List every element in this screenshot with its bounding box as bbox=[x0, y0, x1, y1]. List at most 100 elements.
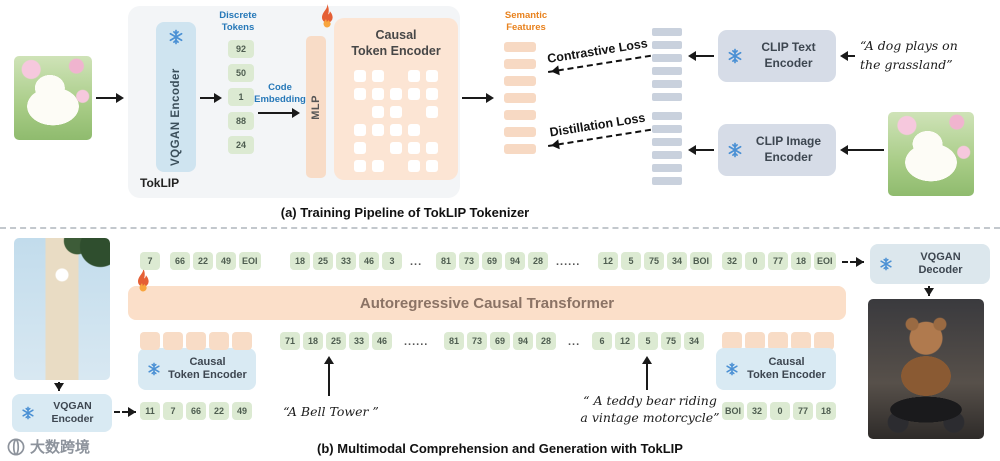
clip-image-line2: Encoder bbox=[764, 150, 813, 164]
semantic-feature-bars-right bbox=[722, 332, 834, 350]
grid-square bbox=[354, 87, 366, 100]
token-chip: 66 bbox=[186, 402, 206, 420]
token-chip: 0 bbox=[770, 402, 791, 420]
token-chip: 12 bbox=[615, 332, 635, 350]
token-chip: 94 bbox=[505, 252, 525, 270]
ellipsis: ... bbox=[410, 256, 423, 268]
token-chip: 24 bbox=[228, 136, 254, 154]
grid-square bbox=[426, 105, 438, 118]
feature-bar bbox=[504, 42, 536, 52]
vqgan-encoder-b-line1: VQGAN bbox=[53, 400, 92, 413]
token-chip: 77 bbox=[793, 402, 814, 420]
feature-bar bbox=[722, 332, 742, 350]
token-chip: 34 bbox=[667, 252, 687, 270]
token-chip: 7 bbox=[163, 402, 183, 420]
clip-image-encoder-box: CLIP Image Encoder bbox=[718, 124, 836, 176]
dashed-arrow-decoder-to-image bbox=[924, 286, 934, 296]
text-prompt: “A dog plays on the grassland” bbox=[860, 36, 998, 75]
feature-bar bbox=[652, 41, 682, 49]
snowflake-icon bbox=[169, 29, 183, 45]
vqgan-decoder-box: VQGAN Decoder bbox=[870, 244, 990, 284]
contrastive-loss-group: Contrastive Loss bbox=[545, 36, 652, 74]
token-chip: 32 bbox=[722, 252, 742, 270]
causal-encoder-left-label: Causal Token Encoder bbox=[168, 356, 247, 382]
feature-bar bbox=[652, 112, 682, 120]
token-chip: 18 bbox=[290, 252, 310, 270]
causal-right-line2: Token Encoder bbox=[747, 369, 826, 381]
grid-square bbox=[426, 69, 438, 82]
grid-square bbox=[354, 141, 366, 154]
clip-image-feature-column bbox=[652, 112, 682, 185]
token-chip: 92 bbox=[228, 40, 254, 58]
feature-bar bbox=[209, 332, 229, 350]
grid-square bbox=[408, 69, 420, 82]
token-chip: 88 bbox=[228, 112, 254, 130]
snowflake-icon bbox=[726, 362, 738, 376]
token-chip: 75 bbox=[644, 252, 664, 270]
vqgan-decoder-label: VQGAN Decoder bbox=[900, 251, 981, 277]
feature-bar bbox=[186, 332, 206, 350]
clip-text-encoder-label: CLIP Text Encoder bbox=[750, 40, 827, 71]
dashed-arrow-eoi-to-decoder bbox=[842, 257, 864, 267]
arrow-teddytext-to-tokens bbox=[642, 356, 652, 390]
feature-bar bbox=[504, 59, 536, 69]
causal-token-encoder-box-a: Causal Token Encoder bbox=[334, 18, 458, 180]
token-chip: 18 bbox=[791, 252, 811, 270]
token-chip: 22 bbox=[209, 402, 229, 420]
feature-bar bbox=[814, 332, 834, 350]
semantic-feature-column bbox=[504, 42, 536, 154]
grid-square bbox=[426, 159, 438, 172]
feature-bar bbox=[504, 144, 536, 154]
grid-square bbox=[372, 105, 384, 118]
caption-part-a: (a) Training Pipeline of TokLIP Tokenize… bbox=[280, 205, 530, 220]
causal-token-encoder-box-left: Causal Token Encoder bbox=[138, 348, 256, 390]
grid-square bbox=[408, 87, 420, 100]
arrow-clipimage-to-features bbox=[688, 145, 714, 155]
feature-bar bbox=[232, 332, 252, 350]
token-chip: 6 bbox=[592, 332, 612, 350]
teddy-prompt-line1: “ A teddy bear riding bbox=[583, 393, 717, 408]
grid-square bbox=[372, 87, 384, 100]
token-chip: 66 bbox=[170, 252, 190, 270]
token-chip: 28 bbox=[528, 252, 548, 270]
token-chip: BOI bbox=[690, 252, 713, 270]
vqgan-decoder-line2: Decoder bbox=[918, 264, 963, 276]
arrow-dogimg-to-clipimage bbox=[840, 145, 884, 155]
feature-bar bbox=[504, 110, 536, 120]
causal-encoder-title-line2: Token Encoder bbox=[351, 44, 441, 59]
token-chip: 81 bbox=[444, 332, 464, 350]
grid-square bbox=[372, 123, 384, 136]
token-chip: 5 bbox=[638, 332, 658, 350]
toklip-label: TokLIP bbox=[140, 176, 180, 190]
grid-square bbox=[390, 141, 402, 154]
arrow-causal-to-semantic bbox=[462, 93, 494, 103]
token-chip: 46 bbox=[359, 252, 379, 270]
arrow-belltext-to-tokens bbox=[324, 356, 334, 396]
semantic-feature-bars-left bbox=[140, 332, 252, 350]
token-chip: 28 bbox=[536, 332, 556, 350]
vqgan-encoder-label-a: VQGAN Encoder bbox=[170, 68, 182, 166]
watermark-logo-icon bbox=[7, 438, 25, 455]
snowflake-icon bbox=[728, 48, 742, 64]
token-chip: 22 bbox=[193, 252, 213, 270]
token-chip: 3 bbox=[382, 252, 402, 270]
fire-icon bbox=[138, 268, 149, 292]
causal-right-line1: Causal bbox=[768, 355, 805, 368]
feature-bar bbox=[504, 76, 536, 86]
grid-square bbox=[390, 105, 402, 118]
arrow-tokens-to-mlp bbox=[258, 108, 300, 118]
vqgan-encoder-box-a: VQGAN Encoder bbox=[156, 22, 196, 172]
token-chip: 12 bbox=[598, 252, 618, 270]
discrete-tokens-label: Discrete Tokens bbox=[219, 10, 257, 34]
causal-encoder-right-label: Causal Token Encoder bbox=[746, 356, 827, 382]
feature-bar bbox=[652, 80, 682, 88]
snowflake-icon bbox=[728, 142, 742, 158]
clip-text-encoder-box: CLIP Text Encoder bbox=[718, 30, 836, 82]
